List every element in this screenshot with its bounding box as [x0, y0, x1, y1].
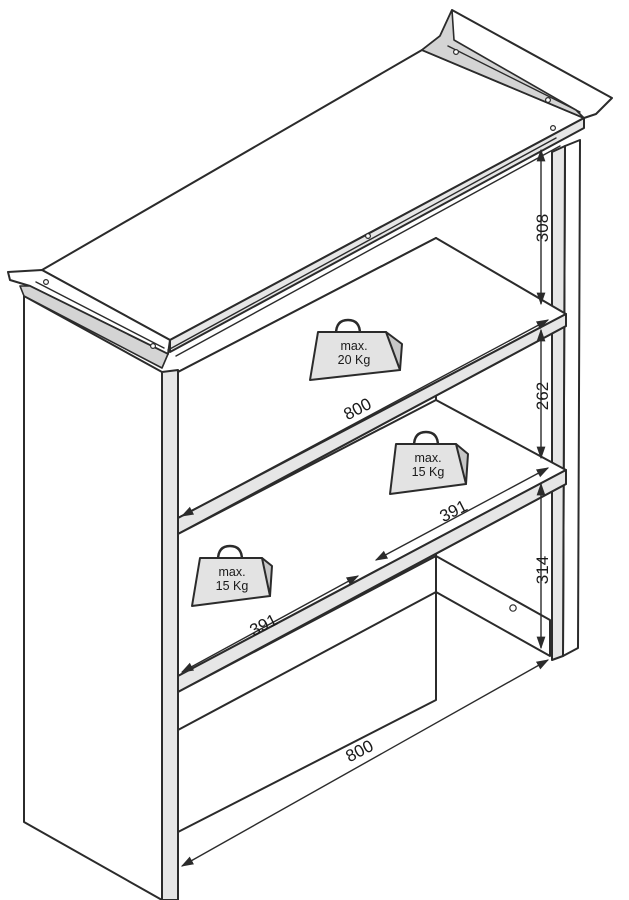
load-left-line2: 15 Kg — [216, 579, 249, 593]
dim-arrow-compartment-left — [180, 575, 360, 673]
top-board — [7, 9, 613, 369]
weight-icon-right-compartment: max. 15 Kg — [389, 430, 469, 495]
weight-icon-left-compartment: max. 15 Kg — [191, 544, 273, 607]
dimension-lines — [180, 148, 550, 867]
load-right-line2: 15 Kg — [412, 465, 445, 479]
dim-arrow-compartment-right — [374, 467, 550, 561]
load-top-line2: 20 Kg — [338, 353, 371, 367]
load-left-line1: max. — [218, 565, 245, 579]
left-side-panel — [23, 295, 179, 900]
dim-height-middle: 262 — [533, 382, 552, 410]
right-side-panel — [551, 139, 581, 661]
dim-arrow-width-bottom — [180, 659, 550, 867]
dim-height-bottom: 314 — [533, 556, 552, 584]
dim-arrow-width-top — [180, 319, 550, 517]
weight-icon-top-shelf: max. 20 Kg — [309, 318, 403, 381]
dim-height-top: 308 — [533, 214, 552, 242]
load-right-line1: max. — [414, 451, 441, 465]
load-top-line1: max. — [340, 339, 367, 353]
